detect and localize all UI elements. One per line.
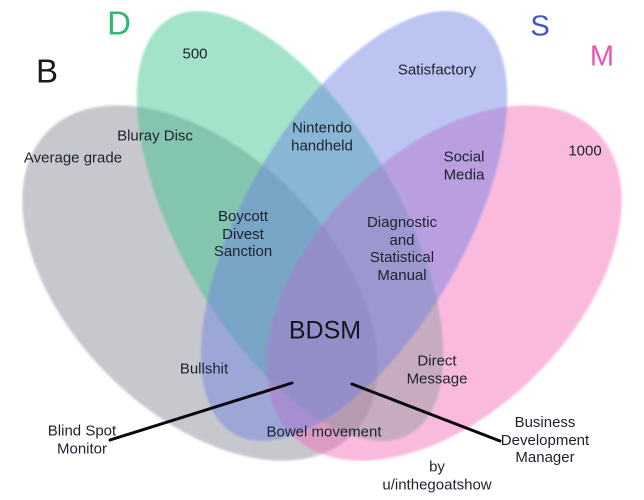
region-label-m: 1000	[568, 142, 602, 160]
region-label-b: Average grade	[23, 149, 123, 167]
region-label-dm: Direct Message	[406, 352, 468, 388]
set-letter-m: M	[589, 40, 615, 73]
set-letter-b: B	[35, 52, 59, 90]
callout-label-bsm: Blind Spot Monitor	[47, 422, 117, 458]
attribution: by u/inthegoatshow	[357, 459, 517, 494]
region-label-bs: Bullshit	[179, 360, 229, 378]
region-label-bd: Bluray Disc	[117, 127, 193, 145]
callout-line-business-development-manager	[350, 382, 502, 443]
region-label-sm: Social Media	[443, 148, 485, 184]
region-label-bm: Bowel movement	[266, 423, 382, 441]
region-label-bds: Boycott Divest Sanction	[213, 207, 273, 260]
set-letter-d: D	[107, 4, 131, 42]
callout-line-blind-spot-monitor	[108, 381, 294, 442]
attribution-handle: u/inthegoatshow	[382, 476, 492, 493]
region-label-dsm: Diagnostic and Statistical Manual	[366, 214, 438, 284]
region-label-s: Satisfactory	[397, 61, 477, 79]
region-label-ds: Nintendo handheld	[291, 119, 353, 155]
region-label-d: 500	[182, 45, 208, 63]
region-label-bdsm: BDSM	[288, 316, 362, 345]
set-letter-s: S	[530, 10, 550, 43]
attribution-by: by	[429, 458, 445, 476]
callout-label-bdm: Business Development Manager	[500, 413, 590, 466]
